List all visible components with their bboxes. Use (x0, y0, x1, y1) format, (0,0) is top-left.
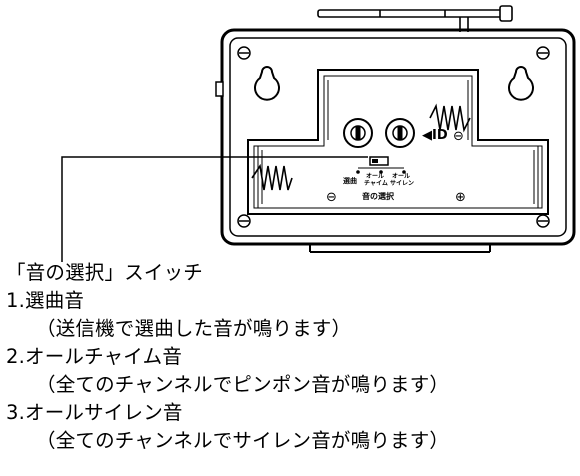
caption-heading: 「音の選択」スイッチ (6, 261, 204, 284)
id-dials (343, 118, 415, 148)
device-housing (215, 28, 576, 253)
wall-mount-holes (254, 66, 534, 101)
switch-name-label: 音の選択 (362, 191, 395, 201)
polarity-minus-right: ⊖ (453, 129, 464, 144)
polarity-minus-left: ⊖ (326, 190, 337, 205)
option-3-title: 3.オールサイレン音 (6, 401, 183, 424)
battery-springs (251, 103, 471, 191)
sound-select-switch[interactable] (356, 156, 406, 174)
option-3-desc: （全てのチャンネルでサイレン音が鳴ります） (36, 429, 450, 452)
option-1-title: 1.選曲音 (6, 289, 85, 312)
switch-position-3: オールサイレン (390, 173, 414, 187)
leader-line (61, 156, 368, 262)
corner-screws (237, 46, 550, 228)
switch-position-2: オールチャイム (364, 173, 388, 187)
option-2-desc: （全てのチャンネルでピンポン音が鳴ります） (36, 373, 450, 396)
id-label: ◀ID (422, 128, 448, 143)
option-1-desc: （送信機で選曲した音が鳴ります） (36, 317, 352, 340)
antenna (317, 5, 513, 32)
option-2-title: 2.オールチャイム音 (6, 345, 183, 368)
switch-position-1: 選曲 (343, 176, 357, 185)
polarity-plus-right: ⊕ (455, 190, 466, 205)
caption-block: 「音の選択」スイッチ 1.選曲音 （送信機で選曲した音が鳴ります） 2.オールチ… (6, 259, 576, 455)
